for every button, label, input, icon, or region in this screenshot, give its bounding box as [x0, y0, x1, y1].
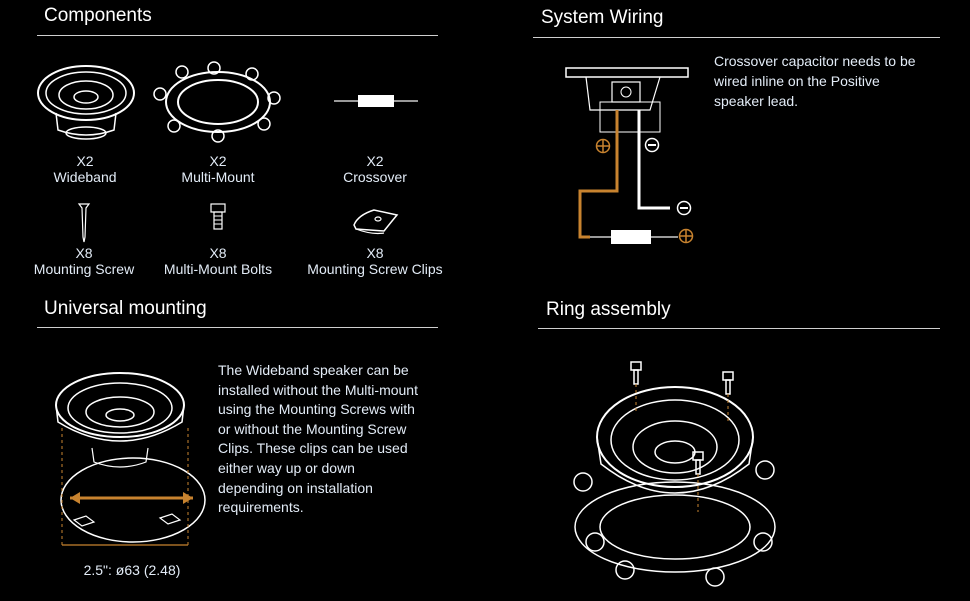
components-divider [37, 35, 438, 36]
bolt-icon [210, 203, 226, 230]
negative-icon [644, 137, 660, 153]
mounting-divider [37, 327, 438, 328]
crossover-icon [334, 95, 418, 107]
wiring-divider [533, 37, 940, 38]
wiring-instructions: Crossover capacitor needs to be wired in… [714, 53, 916, 109]
clip-icon [353, 209, 399, 235]
ring-assembly-illustration [573, 361, 776, 587]
dimension-caption: 2.5": ø63 (2.48) [83, 562, 181, 578]
positive-icon [678, 228, 694, 244]
mounting-heading: Universal mounting [44, 298, 207, 319]
positive-icon [595, 138, 611, 154]
ring-divider [538, 328, 940, 329]
screw-icon [77, 203, 91, 243]
wideband-speaker-icon [37, 65, 135, 140]
mounting-instructions: The Wideband speaker can be installed wi… [218, 362, 418, 516]
universal-mounting-illustration [55, 372, 206, 546]
negative-icon [676, 200, 692, 216]
wiring-heading: System Wiring [541, 7, 664, 28]
multi-mount-icon [153, 61, 281, 143]
wiring-diagram [565, 67, 694, 244]
ring-heading: Ring assembly [546, 299, 671, 320]
components-heading: Components [44, 5, 152, 26]
